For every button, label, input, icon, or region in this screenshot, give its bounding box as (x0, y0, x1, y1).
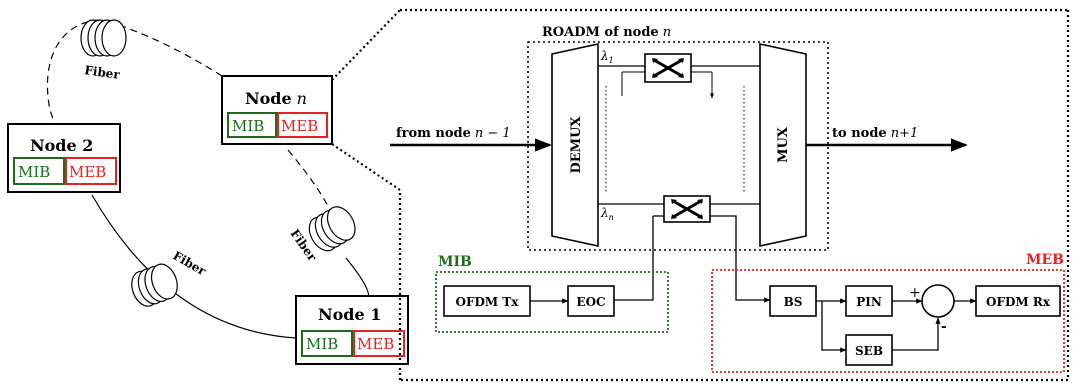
fiber-link-n-2 (109, 21, 223, 77)
meb-badge (277, 112, 328, 138)
ofdm-tx-box (443, 285, 531, 317)
mib-label: MIB (18, 163, 50, 181)
meb-label: MEB (281, 117, 318, 135)
fiber-label: Fiber (84, 63, 122, 82)
zoom-outline (331, 8, 1070, 382)
mib-badge (227, 112, 277, 138)
mib-block-label: MIB (438, 254, 472, 270)
fiber-spool-icon (80, 19, 127, 57)
mux-block (759, 43, 807, 247)
fiber-spool-icon (308, 206, 356, 252)
optical-switch-icon (663, 195, 711, 223)
bs-label: BS (784, 295, 803, 309)
fiber-label: Fiber (171, 248, 209, 278)
mib-block: MIB OFDM Tx EOC (435, 254, 669, 333)
demux-label: DEMUX (569, 116, 584, 174)
pin-label: PIN (856, 295, 882, 309)
mib-badge (13, 157, 65, 185)
fiber-link-n-1-b (345, 257, 370, 299)
eoc-box (567, 285, 615, 317)
optical-switch-icon (644, 53, 692, 83)
mib-label: MIB (306, 335, 338, 353)
fiber-spool-icon (131, 263, 178, 307)
node-2-title: Node 2 (30, 136, 93, 155)
node-1-title: Node 1 (318, 305, 381, 324)
fiber-link-2-1 (91, 194, 297, 339)
mux-label: MUX (776, 126, 791, 163)
meb-label: MEB (357, 335, 394, 353)
lambda-1-label: λ1 (600, 49, 614, 65)
pin-box (845, 285, 893, 317)
ofdm-rx-box (975, 285, 1061, 317)
meb-block: MEB BS PIN SEB + - OFDM Rx (711, 252, 1065, 373)
node-2: Node 2 MIB MEB (7, 123, 121, 193)
ofdm-rx-label: OFDM Rx (986, 295, 1051, 309)
meb-label: MEB (69, 163, 106, 181)
lambda-n-label: λn (600, 206, 614, 222)
meb-block-label: MEB (1026, 252, 1064, 268)
seb-label: SEB (855, 344, 883, 358)
minus-sign: - (941, 319, 947, 335)
meb-badge (65, 157, 117, 185)
meb-badge (353, 330, 405, 357)
mib-badge (301, 330, 353, 357)
demux-block (551, 43, 599, 247)
seb-box (845, 334, 893, 366)
subtractor-node (921, 284, 955, 318)
plus-sign: + (909, 285, 921, 301)
eoc-label: EOC (576, 295, 605, 309)
ofdm-tx-label: OFDM Tx (456, 295, 520, 309)
node-1: Node 1 MIB MEB (295, 295, 409, 365)
mib-label: MIB (232, 117, 264, 135)
